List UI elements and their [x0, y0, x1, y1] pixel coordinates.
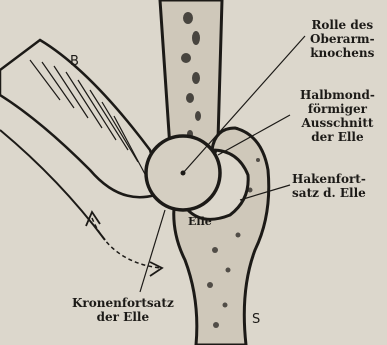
label-humerus-roll: Rolle des Oberarm- knochens — [310, 18, 375, 60]
label-ulna: Elle — [188, 215, 212, 229]
label-crescent-notch: Halbmond- förmiger Ausschnitt der Elle — [300, 88, 375, 144]
lower-arm-line — [0, 130, 105, 240]
marker-s: S — [252, 312, 260, 327]
motion-arrow-down — [150, 262, 162, 276]
label-olecranon: Hakenfort- satz d. Elle — [292, 172, 366, 200]
label-coronoid: Kronenfortsatz der Elle — [72, 296, 174, 324]
marker-b: B — [70, 54, 79, 69]
pointer-coronoid — [140, 210, 165, 292]
